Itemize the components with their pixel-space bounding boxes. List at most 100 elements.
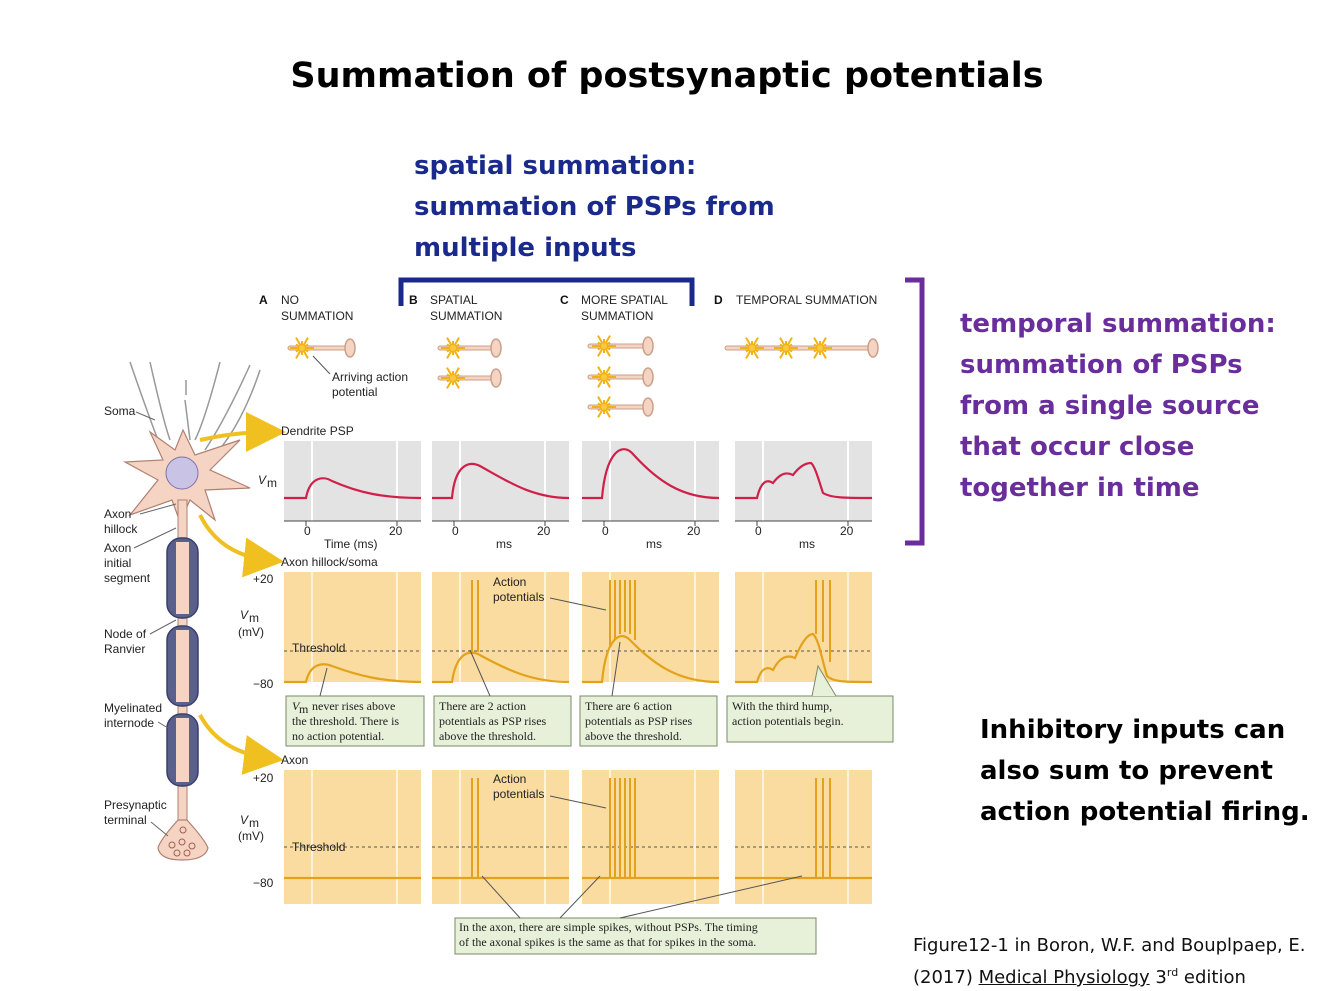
vm-subscript: m: [249, 611, 259, 625]
spatial-note-line: multiple inputs: [414, 233, 637, 263]
panel-c-letter: C: [560, 293, 569, 307]
action-potential-burst-icon: [592, 335, 616, 357]
caption-c-line: potentials as PSP rises: [585, 714, 693, 728]
tick-20: 20: [389, 524, 403, 538]
axon-hillock-label: Axon: [104, 507, 131, 521]
tick-20: 20: [687, 524, 701, 538]
time-axis-label: ms: [646, 537, 662, 551]
spatial-bracket: [398, 277, 695, 306]
caption-a-vm-sub: m: [299, 702, 309, 716]
inhibitory-note-line: action potential firing.: [980, 797, 1310, 827]
action-potential-burst-icon: [441, 337, 465, 359]
panel-d-title: TEMPORAL SUMMATION: [736, 293, 877, 307]
caption-a-line: never rises above: [312, 699, 395, 713]
dendrite-psp-plot: 0 20 ms: [582, 441, 720, 551]
tick-0: 0: [755, 524, 762, 538]
inhibitory-note-line: also sum to prevent: [980, 756, 1273, 786]
axon-potential-plot: [432, 770, 569, 904]
caption-c-line: There are 6 action: [585, 699, 672, 713]
panel-headers: A NO SUMMATION B SPATIAL SUMMATION C MOR…: [259, 293, 877, 323]
nucleus: [165, 456, 199, 490]
caption-c-line: above the threshold.: [585, 729, 682, 743]
caption-a-line: the threshold. There is: [292, 714, 399, 728]
citation-line-1: Figure12-1 in Boron, W.F. and Bouplpaep,…: [913, 935, 1306, 956]
panel-c-title: SUMMATION: [581, 309, 653, 323]
citation-edition-number: 3: [1149, 967, 1167, 988]
minus80-label: −80: [253, 677, 274, 691]
axon-terminal: [344, 338, 356, 358]
axis-labels: V m +20 V m (mV) −80 +20 V m (mV) −80: [238, 473, 277, 890]
temporal-summation-note: temporal summation: summation of PSPs fr…: [960, 304, 1276, 509]
soma-trace: [582, 635, 720, 684]
panel-a-title: NO: [281, 293, 299, 307]
time-axis-label: Time (ms): [324, 537, 378, 551]
caption-axon-line: of the axonal spikes is the same as that…: [459, 935, 756, 949]
psp-trace: [735, 461, 873, 500]
panel-a-title: SUMMATION: [281, 309, 353, 323]
citation-line-2: (2017) Medical Physiology 3rd edition: [913, 959, 1306, 991]
spatial-summation-note: spatial summation: summation of PSPs fro…: [414, 146, 775, 269]
soma-trace: [432, 651, 570, 684]
vm-label: V: [240, 608, 249, 622]
axon-row-label: Axon: [281, 753, 308, 767]
minus80-label: −80: [253, 876, 274, 890]
soma-potential-plot: [284, 572, 422, 684]
axon-terminal: [642, 336, 654, 356]
soma-potential-plot: [735, 572, 873, 684]
spatial-note-line: spatial summation:: [414, 151, 697, 181]
presynaptic-label: terminal: [104, 813, 147, 827]
temporal-note-line: together in time: [960, 473, 1200, 503]
inhibitory-note-line: Inhibitory inputs can: [980, 715, 1286, 745]
vm-subscript: m: [267, 476, 277, 490]
plus20-label: +20: [253, 771, 274, 785]
myelinated-label: Myelinated: [104, 701, 162, 715]
neuron-labels: Soma Axon hillock Axon initial segment N…: [104, 404, 177, 837]
threshold-label: Threshold: [292, 641, 345, 655]
action-potentials-label: potentials: [493, 590, 544, 604]
panel-b-title: SPATIAL: [430, 293, 478, 307]
axon-initial-label: Axon: [104, 541, 131, 555]
tick-0: 0: [304, 524, 311, 538]
tick-0: 0: [602, 524, 609, 538]
temporal-note-line: that occur close: [960, 432, 1195, 462]
action-potential-burst-icon: [740, 337, 764, 359]
psp-trace: [432, 462, 570, 500]
panel-b-title: SUMMATION: [430, 309, 502, 323]
panel-c-title: MORE SPATIAL: [581, 293, 668, 307]
temporal-bracket: [905, 277, 925, 546]
arriving-label: Arriving action: [332, 370, 408, 384]
caption-a-line: no action potential.: [292, 729, 384, 743]
vm-subscript: m: [249, 816, 259, 830]
myelinated-label: internode: [104, 716, 154, 730]
soma-potential-plot: [582, 572, 720, 684]
action-potentials-label: Action: [493, 772, 526, 786]
mv-label: (mV): [238, 829, 264, 843]
panel-b-letter: B: [409, 293, 418, 307]
soma-trace: [735, 632, 873, 684]
action-potential-burst-icon: [592, 396, 616, 418]
temporal-note-line: from a single source: [960, 391, 1260, 421]
caption-d-line: action potentials begin.: [732, 714, 844, 728]
soma-label: Soma: [104, 404, 136, 418]
axon-potential-plot: [284, 770, 421, 904]
vm-label: V: [240, 813, 249, 827]
neuron-drawing: [122, 361, 286, 861]
node-label: Node of: [104, 627, 147, 641]
plus20-label: +20: [253, 572, 274, 586]
caption-b-line: There are 2 action: [439, 699, 526, 713]
axon-terminal: [490, 338, 502, 358]
soma-trace: [284, 663, 422, 684]
panel-a-letter: A: [259, 293, 268, 307]
caption-axon-line: In the axon, there are simple spikes, wi…: [459, 920, 758, 934]
hillock-row-label: Axon hillock/soma: [281, 555, 378, 569]
axon-initial-label: segment: [104, 571, 151, 585]
page-title: Summation of postsynaptic potentials: [290, 56, 1044, 96]
axon-terminal: [867, 338, 879, 358]
mv-label: (mV): [238, 625, 264, 639]
action-potentials-label: potentials: [493, 787, 544, 801]
figure-citation: Figure12-1 in Boron, W.F. and Bouplpaep,…: [913, 932, 1306, 991]
